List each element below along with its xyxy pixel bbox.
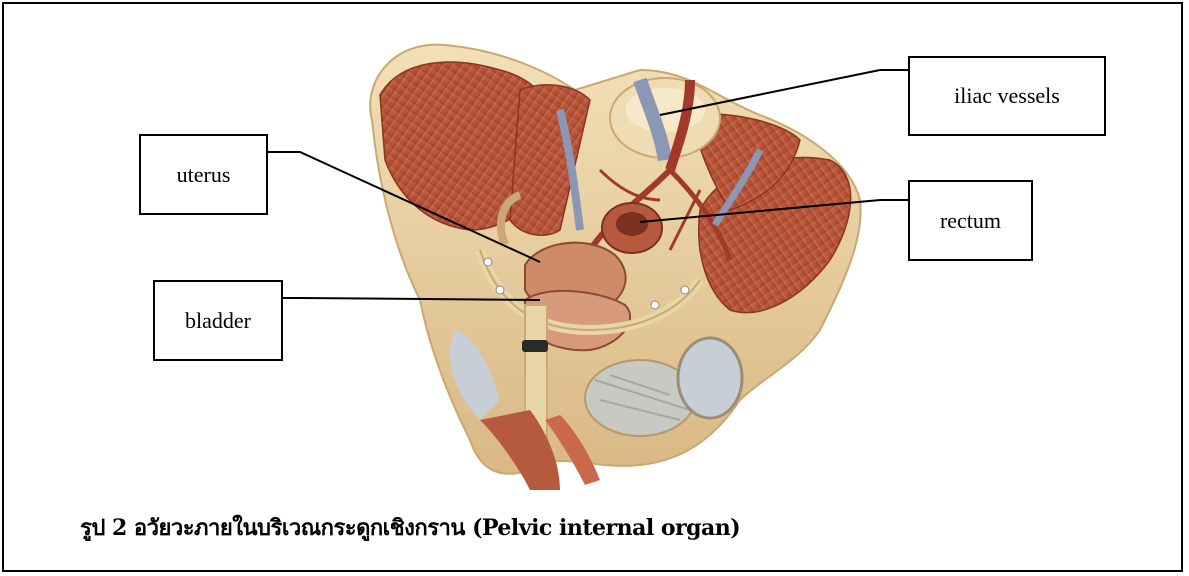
figure-caption: รูป 2 อวัยวะภายในบริเวณกระดูกเชิงกราน (P… [80,510,740,545]
label-iliac-vessels: iliac vessels [908,56,1106,136]
label-bladder: bladder [153,280,283,361]
rectum-organ [602,203,662,253]
label-uterus: uterus [139,134,268,215]
label-rectum: rectum [908,180,1033,261]
